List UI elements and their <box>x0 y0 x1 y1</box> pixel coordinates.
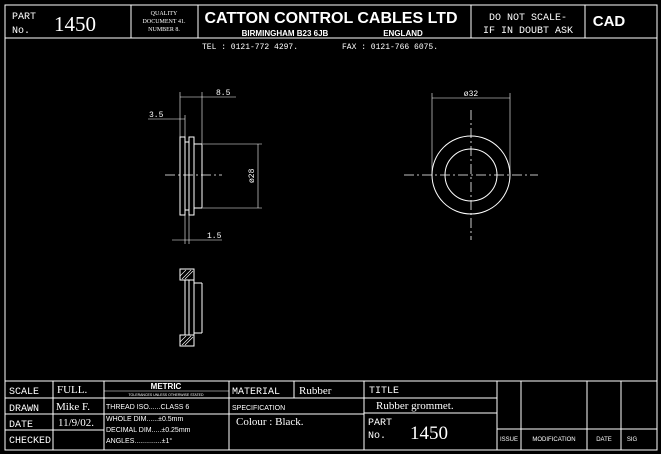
thread-tolerance: THREAD ISO......CLASS 6 <box>106 404 189 411</box>
colour-value: Colour : Black. <box>236 416 304 428</box>
dim-8-5: 8.5 <box>216 89 231 98</box>
whole-dim-tolerance: WHOLE DIM......±0.5mm <box>106 416 184 423</box>
title-block <box>5 380 657 450</box>
company-country: ENGLAND <box>383 29 423 38</box>
quality-doc-line1: QUALITY <box>151 11 178 17</box>
metric-sub: TOLERANCES UNLESS OTHERWISE STATED <box>128 393 203 397</box>
company-fax: FAX : 0121-766 6075. <box>342 43 438 52</box>
front-view: ø32 <box>404 90 538 240</box>
drawn-label: DRAWN <box>9 404 39 415</box>
angles-tolerance: ANGLES..............±1° <box>106 437 172 445</box>
rev-date-label: DATE <box>596 437 612 443</box>
side-view: 8.5 3.5 ø28 1.5 <box>148 89 262 244</box>
material-label: MATERIAL <box>232 387 280 398</box>
header-part-label: PART <box>12 12 36 23</box>
dim-3-5: 3.5 <box>149 111 164 120</box>
rev-issue-label: ISSUE <box>500 437 518 443</box>
company-tel: TEL : 0121-772 4297. <box>202 43 298 52</box>
titleblock-part-number: 1450 <box>410 423 448 444</box>
header-no-label: No. <box>12 26 30 37</box>
dim-1-5: 1.5 <box>207 232 222 241</box>
sheet-border <box>4 4 658 451</box>
header-block: PART No. 1450 QUALITY DOCUMENT 41. NUMBE… <box>5 5 657 39</box>
title-label: TITLE <box>369 386 399 397</box>
cad-label: CAD <box>593 13 626 30</box>
date-value: 11/9/02. <box>58 417 94 429</box>
date-label: DATE <box>9 420 33 431</box>
drawn-value: Mike F. <box>56 401 90 413</box>
metric-title: METRIC <box>151 382 182 391</box>
decimal-dim-tolerance: DECIMAL DIM.....±0.25mm <box>106 427 191 434</box>
scale-label: SCALE <box>9 387 39 398</box>
company-city: BIRMINGHAM B23 6JB <box>242 29 329 38</box>
header-part-number: 1450 <box>54 12 96 36</box>
company-name: CATTON CONTROL CABLES LTD <box>204 10 457 27</box>
title-value: Rubber grommet. <box>376 400 454 412</box>
quality-doc-line2: DOCUMENT 41. <box>143 19 186 25</box>
section-view <box>179 268 203 347</box>
checked-label: CHECKED <box>9 436 51 447</box>
specification-label: SPECIFICATION <box>232 405 285 412</box>
scale-value: FULL. <box>57 384 88 396</box>
no-label: No. <box>368 431 386 442</box>
material-value: Rubber <box>299 385 332 397</box>
rev-modification-label: MODIFICATION <box>532 437 575 443</box>
quality-doc-line3: NUMBER 8. <box>148 27 180 33</box>
scale-warning-line2: IF IN DOUBT ASK <box>483 26 573 37</box>
dim-dia-32: ø32 <box>464 90 479 99</box>
part-label: PART <box>368 418 392 429</box>
scale-warning-line1: DO NOT SCALE- <box>489 13 567 24</box>
rev-sig-label: SIG <box>627 437 638 443</box>
dim-dia-28: ø28 <box>248 168 257 183</box>
